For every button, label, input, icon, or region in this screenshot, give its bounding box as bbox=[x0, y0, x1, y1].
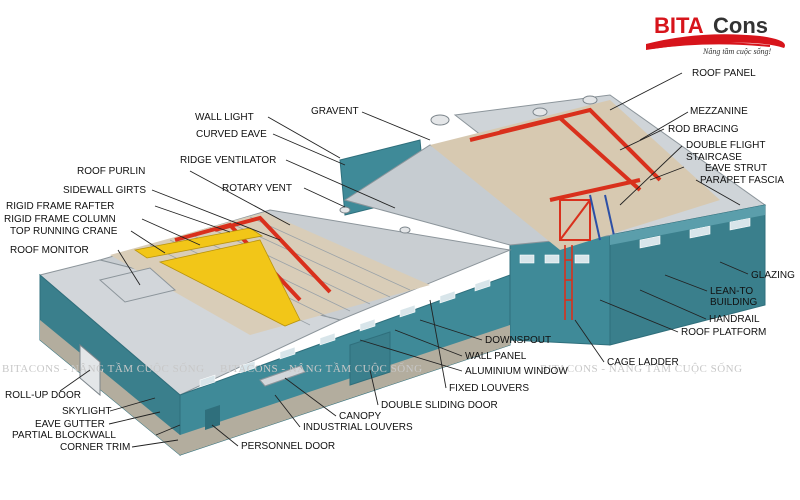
label-roof-monitor: ROOF MONITOR bbox=[10, 245, 89, 256]
leader-lines bbox=[59, 72, 749, 448]
label-sidewall-girts: SIDEWALL GIRTS bbox=[63, 185, 146, 196]
label-double-flight: DOUBLE FLIGHT bbox=[686, 140, 765, 151]
label-partial-blockwall: PARTIAL BLOCKWALL bbox=[12, 430, 116, 441]
label-eave-strut: EAVE STRUT bbox=[705, 163, 767, 174]
label-curved-eave: CURVED EAVE bbox=[196, 129, 267, 140]
label-parapet-fascia: PARAPET FASCIA bbox=[700, 175, 784, 186]
labels: ROOF PANEL MEZZANINE ROD BRACING DOUBLE … bbox=[4, 68, 795, 453]
label-ridge-ventilator: RIDGE VENTILATOR bbox=[180, 155, 276, 166]
label-rotary-vent: ROTARY VENT bbox=[222, 183, 292, 194]
label-personnel-door: PERSONNEL DOOR bbox=[241, 441, 335, 452]
label-rigid-frame-column: RIGID FRAME COLUMN bbox=[4, 214, 116, 225]
logo-name-red: BITA bbox=[654, 13, 704, 38]
label-wall-light: WALL LIGHT bbox=[195, 112, 254, 123]
label-double-sliding-door: DOUBLE SLIDING DOOR bbox=[381, 400, 498, 411]
label-roof-panel: ROOF PANEL bbox=[692, 68, 756, 79]
logo-name-dark: Cons bbox=[713, 13, 768, 38]
label-glazing: GLAZING bbox=[751, 270, 795, 281]
label-wall-panel: WALL PANEL bbox=[465, 351, 527, 362]
watermark-right: BITACONS - NÂNG TẦM CUỘC SỐNG bbox=[540, 362, 743, 375]
label-building: BUILDING bbox=[710, 297, 757, 308]
label-eave-gutter: EAVE GUTTER bbox=[35, 419, 105, 430]
label-roll-up-door: ROLL-UP DOOR bbox=[5, 390, 81, 401]
label-fixed-louvers: FIXED LOUVERS bbox=[449, 383, 529, 394]
label-rod-bracing: ROD BRACING bbox=[668, 124, 739, 135]
label-corner-trim: CORNER TRIM bbox=[60, 442, 130, 453]
label-skylight: SKYLIGHT bbox=[62, 406, 111, 417]
watermark: BITACONS - NÂNG TẦM CUỘC SỐNG BITACONS -… bbox=[2, 362, 743, 375]
label-lean-to: LEAN-TO bbox=[710, 286, 753, 297]
label-industrial-louvers: INDUSTRIAL LOUVERS bbox=[303, 422, 413, 433]
label-cage-ladder: CAGE LADDER bbox=[607, 357, 679, 368]
label-canopy: CANOPY bbox=[339, 411, 382, 422]
label-gravent: GRAVENT bbox=[311, 106, 359, 117]
watermark-left: BITACONS - NÂNG TẦM CUỘC SỐNG bbox=[2, 362, 205, 375]
label-roof-purlin: ROOF PURLIN bbox=[77, 166, 145, 177]
label-staircase: STAIRCASE bbox=[686, 152, 742, 163]
label-mezzanine: MEZZANINE bbox=[690, 106, 748, 117]
label-roof-platform: ROOF PLATFORM bbox=[681, 327, 766, 338]
building-artwork bbox=[38, 94, 767, 457]
label-downspout: DOWNSPOUT bbox=[485, 335, 551, 346]
logo-tagline: Nâng tầm cuộc sống! bbox=[702, 47, 772, 56]
watermark-middle: BITACONS - NÂNG TẦM CUỘC SỐNG bbox=[220, 362, 423, 375]
label-top-running-crane: TOP RUNNING CRANE bbox=[10, 226, 118, 237]
bitacons-logo: BITA Cons Nâng tầm cuộc sống! bbox=[646, 13, 785, 56]
label-rigid-frame-rafter: RIGID FRAME RAFTER bbox=[6, 201, 114, 212]
label-handrail: HANDRAIL bbox=[709, 314, 760, 325]
label-aluminium-window: ALUMINIUM WINDOW bbox=[465, 366, 568, 377]
